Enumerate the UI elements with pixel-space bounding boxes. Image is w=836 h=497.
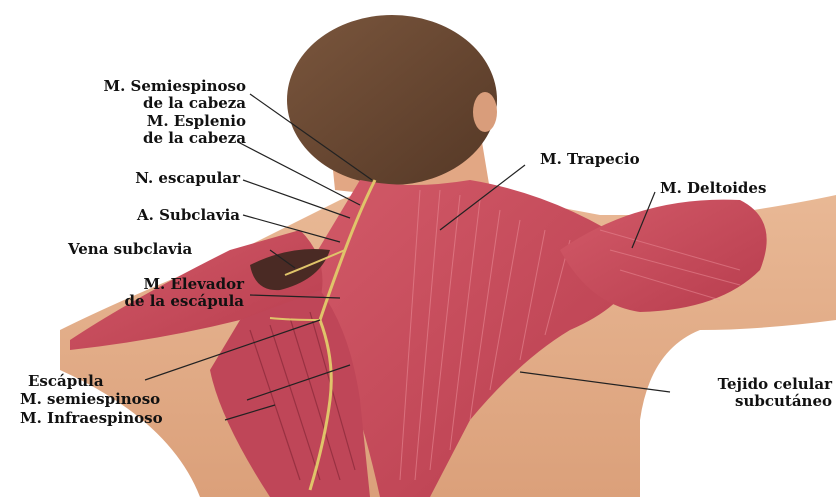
- label-line: Tejido celular: [636, 376, 832, 393]
- label-tejido-celular: Tejido celular subcutáneo: [636, 376, 832, 410]
- label-esplenio-cabeza: M. Esplenio de la cabeza: [40, 113, 246, 147]
- label-line: de la cabeza: [40, 130, 246, 147]
- label-m-infraespinoso: M. Infraespinoso: [20, 410, 163, 427]
- label-a-subclavia: A. Subclavia: [40, 207, 240, 224]
- label-n-escapular: N. escapular: [40, 170, 240, 187]
- label-m-deltoides: M. Deltoides: [660, 180, 766, 197]
- head-hair: [287, 15, 497, 185]
- label-line: de la cabeza: [40, 95, 246, 112]
- right-ear: [473, 92, 497, 132]
- label-line: M. Semiespinoso: [40, 78, 246, 95]
- label-elevador-escapula: M. Elevador de la escápula: [40, 276, 244, 310]
- label-semiespinoso-cabeza: M. Semiespinoso de la cabeza: [40, 78, 246, 112]
- label-m-semiespinoso: M. semiespinoso: [20, 391, 160, 408]
- label-escapula: Escápula: [28, 373, 104, 390]
- label-m-trapecio: M. Trapecio: [540, 151, 640, 168]
- label-line: subcutáneo: [636, 393, 832, 410]
- label-line: M. Esplenio: [40, 113, 246, 130]
- label-vena-subclavia: Vena subclavia: [68, 241, 192, 258]
- label-line: M. Elevador: [40, 276, 244, 293]
- label-line: de la escápula: [40, 293, 244, 310]
